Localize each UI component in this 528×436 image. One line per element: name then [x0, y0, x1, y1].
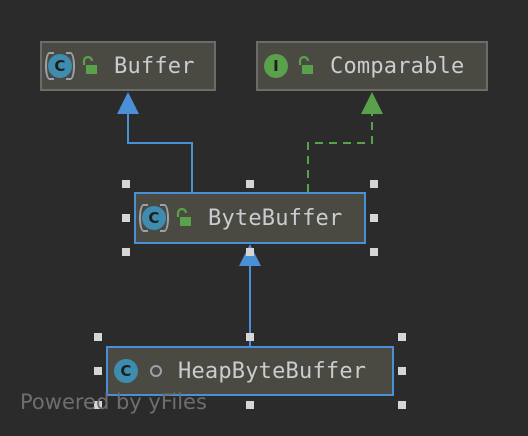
node-heapbytebuffer[interactable]: C HeapByteBuffer	[106, 346, 394, 396]
node-bytebuffer[interactable]: C ByteBuffer	[134, 192, 366, 244]
unlocked-padlock-icon	[82, 55, 97, 74]
resize-handle[interactable]	[122, 214, 130, 222]
resize-handle[interactable]	[370, 248, 378, 256]
arrowhead-comparable	[361, 92, 383, 114]
yfiles-watermark: Powered by yFiles	[20, 390, 207, 414]
resize-handle[interactable]	[370, 214, 378, 222]
resize-handle[interactable]	[398, 367, 406, 375]
resize-handle[interactable]	[398, 401, 406, 409]
abstract-class-icon: C	[139, 204, 169, 232]
interface-icon: I	[264, 54, 288, 78]
class-icon: C	[114, 359, 138, 383]
resize-handle[interactable]	[246, 180, 254, 188]
node-comparable[interactable]: I Comparable	[256, 41, 488, 91]
unlocked-padlock-icon	[176, 207, 191, 226]
node-label: ByteBuffer	[208, 205, 343, 231]
node-label: HeapByteBuffer	[178, 358, 367, 384]
node-buffer[interactable]: C Buffer	[40, 41, 216, 91]
node-label: Buffer	[114, 53, 195, 79]
edge-bytebuffer-implements-comparable[interactable]	[307, 114, 373, 192]
arrowhead-buffer	[117, 92, 139, 114]
resize-handle[interactable]	[246, 401, 254, 409]
resize-handle[interactable]	[122, 180, 130, 188]
resize-handle[interactable]	[122, 248, 130, 256]
resize-handle[interactable]	[246, 333, 254, 341]
resize-handle[interactable]	[370, 180, 378, 188]
abstract-class-icon: C	[45, 52, 75, 80]
package-private-icon	[150, 365, 162, 377]
resize-handle[interactable]	[94, 367, 102, 375]
node-label: Comparable	[330, 53, 465, 79]
resize-handle[interactable]	[398, 333, 406, 341]
resize-handle[interactable]	[246, 248, 254, 256]
resize-handle[interactable]	[94, 333, 102, 341]
unlocked-padlock-icon	[298, 55, 313, 74]
resize-handle[interactable]	[94, 401, 102, 409]
edge-bytebuffer-extends-buffer[interactable]	[127, 114, 193, 192]
